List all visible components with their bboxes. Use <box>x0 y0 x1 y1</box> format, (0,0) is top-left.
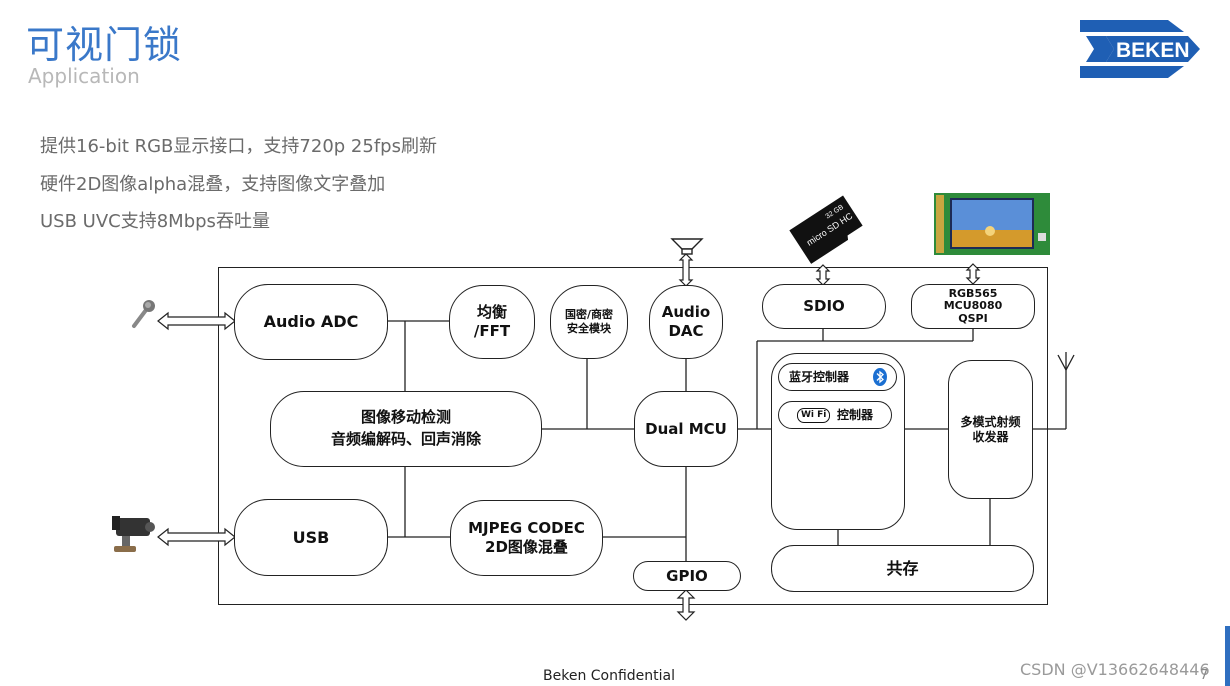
beken-logo-mark: BEKEN <box>1080 20 1200 78</box>
logo-text: BEKEN <box>1116 39 1190 62</box>
dual-mcu-block: Dual MCU <box>634 391 738 467</box>
wifi-logo-icon: Wi Fi <box>797 408 831 423</box>
lcd-display-icon <box>934 193 1050 255</box>
rgb-interface-block: RGB565 MCU8080 QSPI <box>911 284 1035 329</box>
watermark: CSDN @V13662648446 <box>1020 660 1210 679</box>
sd-card-icon: micro SD HC 32 GB <box>789 195 863 264</box>
bullet-2: 硬件2D图像alpha混叠，支持图像文字叠加 <box>40 174 386 195</box>
bullet-1: 提供16-bit RGB显示接口，支持720p 25fps刷新 <box>40 136 437 157</box>
bullet-3: USB UVC支持8Mbps吞吐量 <box>40 211 270 232</box>
edge-accent-bar <box>1225 626 1230 686</box>
antenna-icon <box>1057 352 1075 371</box>
wifi-controller-block: Wi Fi 控制器 <box>778 401 892 429</box>
bluetooth-icon <box>873 368 887 386</box>
page-number: 7 <box>1200 668 1209 683</box>
coexistence-block: 共存 <box>771 545 1034 592</box>
audio-adc-block: Audio ADC <box>234 284 388 360</box>
rf-transceiver-block: 多模式射频 收发器 <box>948 360 1033 499</box>
bluetooth-controller-block: 蓝牙控制器 <box>778 363 897 391</box>
wifi-controller-label: 控制器 <box>837 407 874 422</box>
mjpeg-codec-block: MJPEG CODEC 2D图像混叠 <box>450 500 603 576</box>
camera-icon <box>112 516 155 552</box>
bluetooth-controller-label: 蓝牙控制器 <box>789 369 850 384</box>
audio-dac-block: Audio DAC <box>649 285 723 359</box>
sdio-block: SDIO <box>762 284 886 329</box>
usb-block: USB <box>234 499 388 576</box>
crypto-block: 国密/商密 安全模块 <box>550 285 628 359</box>
microphone-icon <box>132 300 155 328</box>
eq-fft-block: 均衡 /FFT <box>449 285 535 359</box>
speaker-icon <box>670 238 704 255</box>
beken-logo: BEKEN <box>1076 14 1206 84</box>
page-subtitle: Application <box>28 64 140 88</box>
gpio-block: GPIO <box>633 561 741 591</box>
page-title: 可视门锁 <box>26 23 183 67</box>
confidential-notice: Beken Confidential <box>543 668 676 684</box>
chip-boundary <box>218 267 1048 605</box>
motion-detect-audio-codec-block: 图像移动检测 音频编解码、回声消除 <box>270 391 542 467</box>
